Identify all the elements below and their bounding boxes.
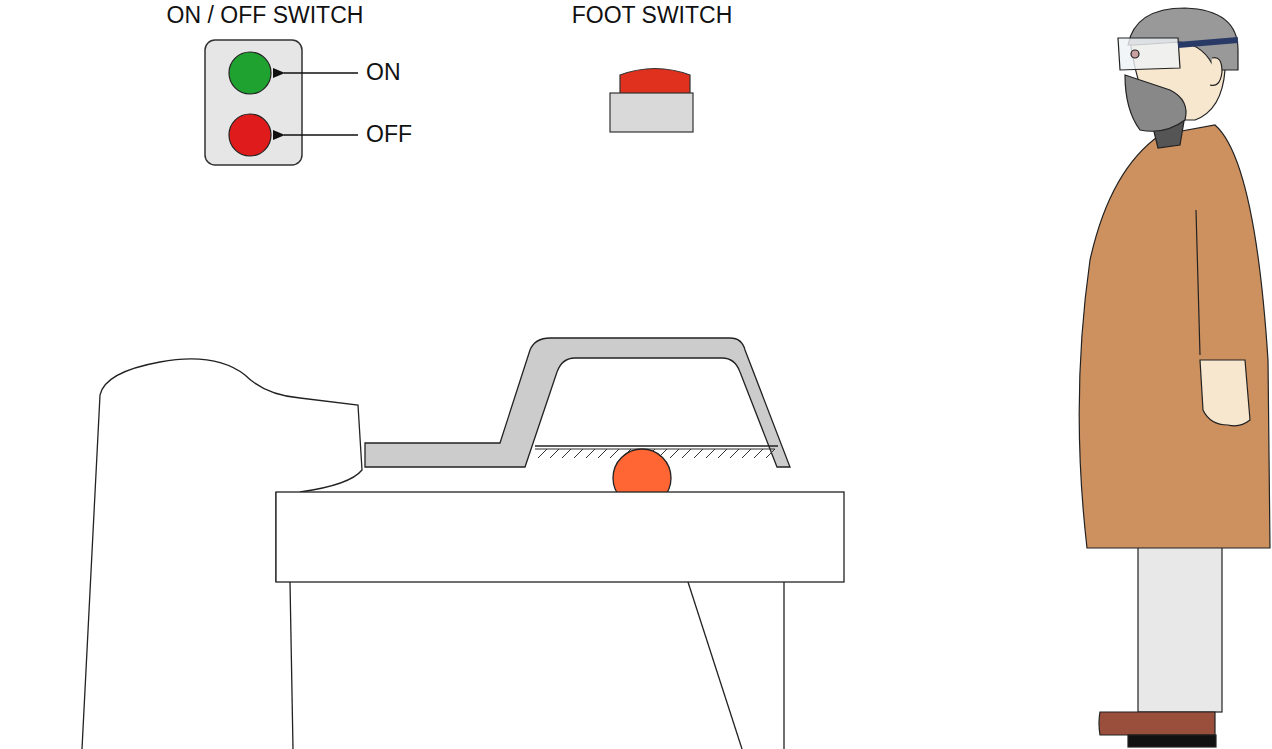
switch-title: FOOT SWITCH: [572, 3, 733, 28]
switch-label: ON: [366, 60, 401, 85]
on-off-switch: [205, 40, 358, 165]
switch-title: ON / OFF SWITCH: [167, 3, 364, 28]
switch-label: OFF: [366, 122, 412, 147]
saw-machine: [82, 338, 844, 749]
operator-figure: [1079, 8, 1270, 747]
foot-switch: [610, 69, 693, 133]
